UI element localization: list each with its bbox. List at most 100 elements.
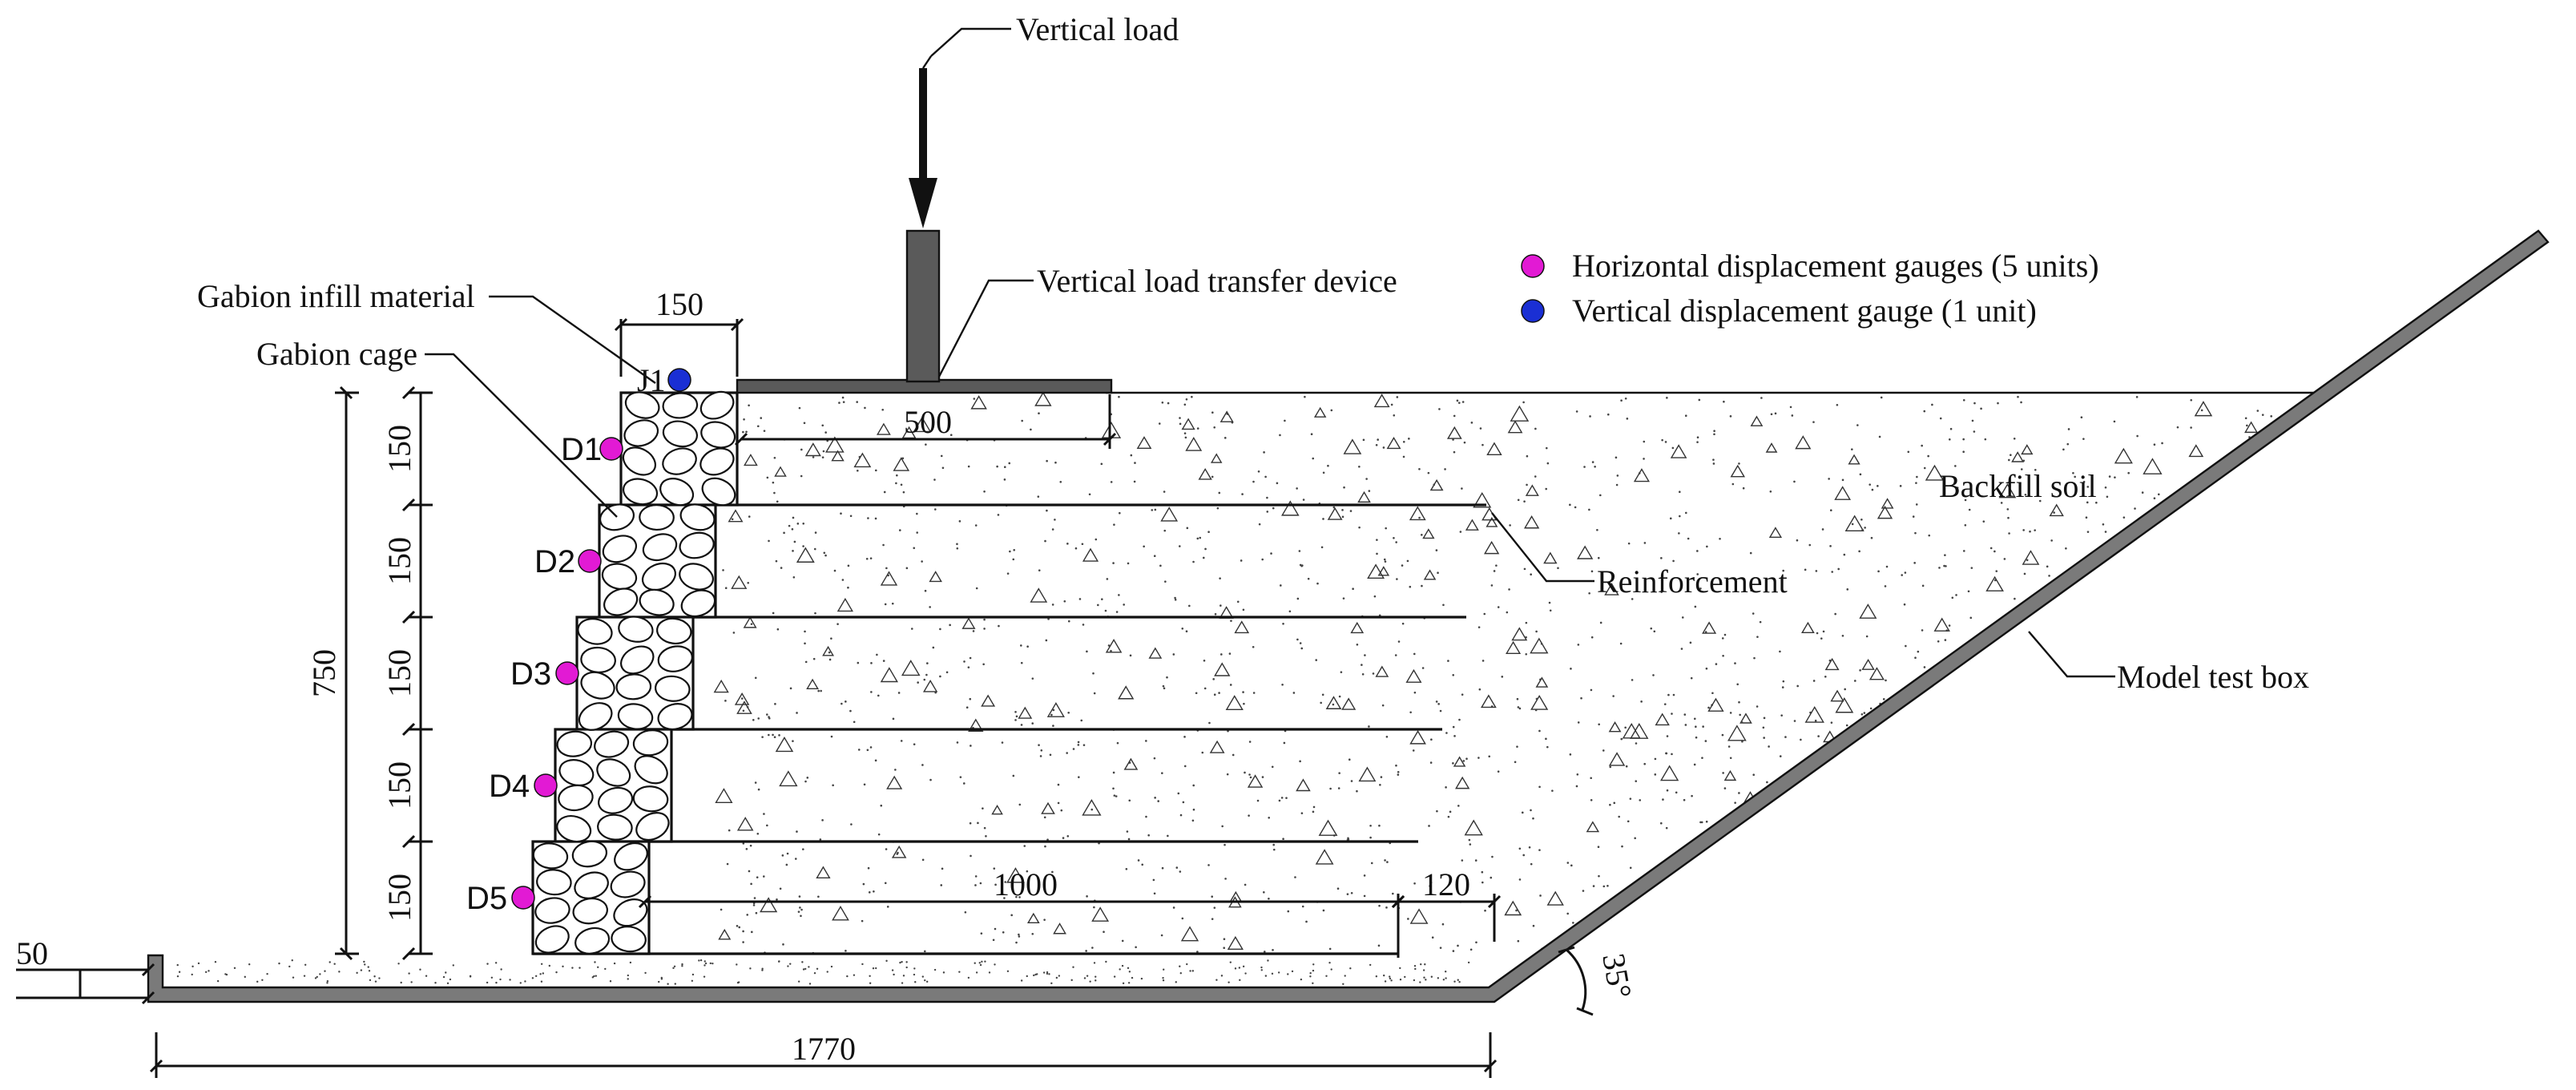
soil-dot [1871, 488, 1874, 491]
soil-dot [1736, 683, 1739, 686]
soil-dot [736, 924, 739, 927]
base-dot [191, 965, 194, 968]
base-dot [1399, 979, 1402, 981]
soil-dot [1760, 397, 1763, 399]
soil-dot [1130, 454, 1133, 457]
soil-dot [923, 950, 926, 953]
base-dot [1179, 965, 1181, 967]
base-dot [248, 963, 251, 966]
gabion-stone [571, 840, 608, 868]
soil-dot [1478, 688, 1482, 691]
soil-dot [1461, 859, 1464, 862]
base-dot [373, 975, 376, 978]
soil-dot [1582, 890, 1585, 892]
gabion-stone [659, 478, 695, 507]
gabion-stone [597, 813, 633, 841]
base-dot [1349, 967, 1352, 970]
soil-dot [1147, 834, 1150, 837]
soil-dot [1390, 403, 1393, 406]
soil-dot [845, 950, 847, 952]
soil-dot [1439, 709, 1442, 713]
soil-dot [1051, 604, 1054, 606]
soil-dot [746, 914, 749, 916]
base-dot [1344, 975, 1346, 977]
base-texture [176, 959, 1470, 985]
base-dot [509, 979, 511, 981]
soil-dot [1782, 680, 1785, 683]
soil-dot [1378, 824, 1381, 827]
soil-dot [763, 813, 765, 815]
soil-dot [856, 401, 858, 403]
base-dot [363, 960, 365, 963]
gabion-stone [618, 616, 654, 643]
soil-dot [802, 545, 804, 547]
soil-dot [1569, 753, 1572, 756]
soil-grain [1464, 819, 1483, 836]
soil-dot [969, 697, 972, 700]
soil-dot [1447, 660, 1449, 662]
base-dot [495, 981, 498, 984]
base-dot [216, 979, 220, 983]
soil-dot [2082, 480, 2086, 483]
soil-dot [1133, 480, 1136, 483]
base-dot [787, 965, 789, 967]
soil-dot [1530, 573, 1532, 576]
gabion-stone [634, 755, 668, 785]
soil-grain [1933, 617, 1950, 632]
soil-dot [1050, 713, 1053, 717]
soil-dot [1954, 465, 1957, 467]
soil-dot [1944, 554, 1946, 556]
gabion-stone [699, 447, 735, 476]
soil-dot [1427, 471, 1430, 474]
soil-dot [1915, 482, 1917, 484]
base-dot [761, 967, 764, 970]
base-dot [531, 977, 534, 979]
soil-dot [1307, 577, 1310, 580]
base-dot [1094, 975, 1097, 978]
gabion-stone [599, 503, 635, 531]
soil-dot [1163, 529, 1167, 532]
soil-dot [1429, 885, 1431, 887]
soil-dot [1462, 760, 1465, 762]
soil-grain [1530, 694, 1549, 710]
soil-dot [1174, 598, 1177, 601]
soil-dot [1769, 490, 1772, 493]
soil-dot [1721, 637, 1724, 640]
soil-dot [1299, 760, 1301, 763]
soil-dot [1179, 417, 1181, 419]
base-dot [978, 962, 981, 964]
base-dot [419, 968, 421, 971]
soil-dot [2141, 491, 2144, 494]
soil-dot [2086, 486, 2090, 488]
soil-dot [1244, 771, 1246, 774]
base-dot [913, 973, 916, 976]
soil-dot [1236, 600, 1240, 604]
soil-dot [1364, 654, 1366, 656]
soil-grain [2244, 421, 2259, 434]
soil-dot [1046, 459, 1048, 462]
base-dot [846, 975, 849, 978]
soil-dot [1218, 491, 1221, 495]
soil-dot [766, 713, 768, 716]
soil-dot [1854, 680, 1856, 682]
gabion-stone [614, 842, 648, 871]
base-dot [1070, 979, 1073, 982]
soil-grain [1446, 426, 1462, 439]
soil-dot [1836, 403, 1839, 406]
soil-dot [1263, 890, 1265, 894]
soil-dot [1949, 427, 1953, 430]
soil-grain [1409, 730, 1426, 745]
soil-dot [1072, 748, 1075, 750]
dim-layer-height-3: 150 [381, 649, 417, 697]
soil-dot [1057, 801, 1060, 805]
soil-grain [1343, 438, 1362, 454]
soil-dot [1812, 680, 1816, 682]
soil-dot [813, 547, 816, 551]
base-dot [1453, 980, 1456, 983]
soil-dot [1666, 397, 1668, 399]
base-dot [1291, 970, 1294, 973]
soil-dot [1980, 407, 1982, 410]
soil-dot [2022, 459, 2026, 462]
gabion-stone [662, 420, 699, 448]
soil-dot [796, 712, 798, 714]
